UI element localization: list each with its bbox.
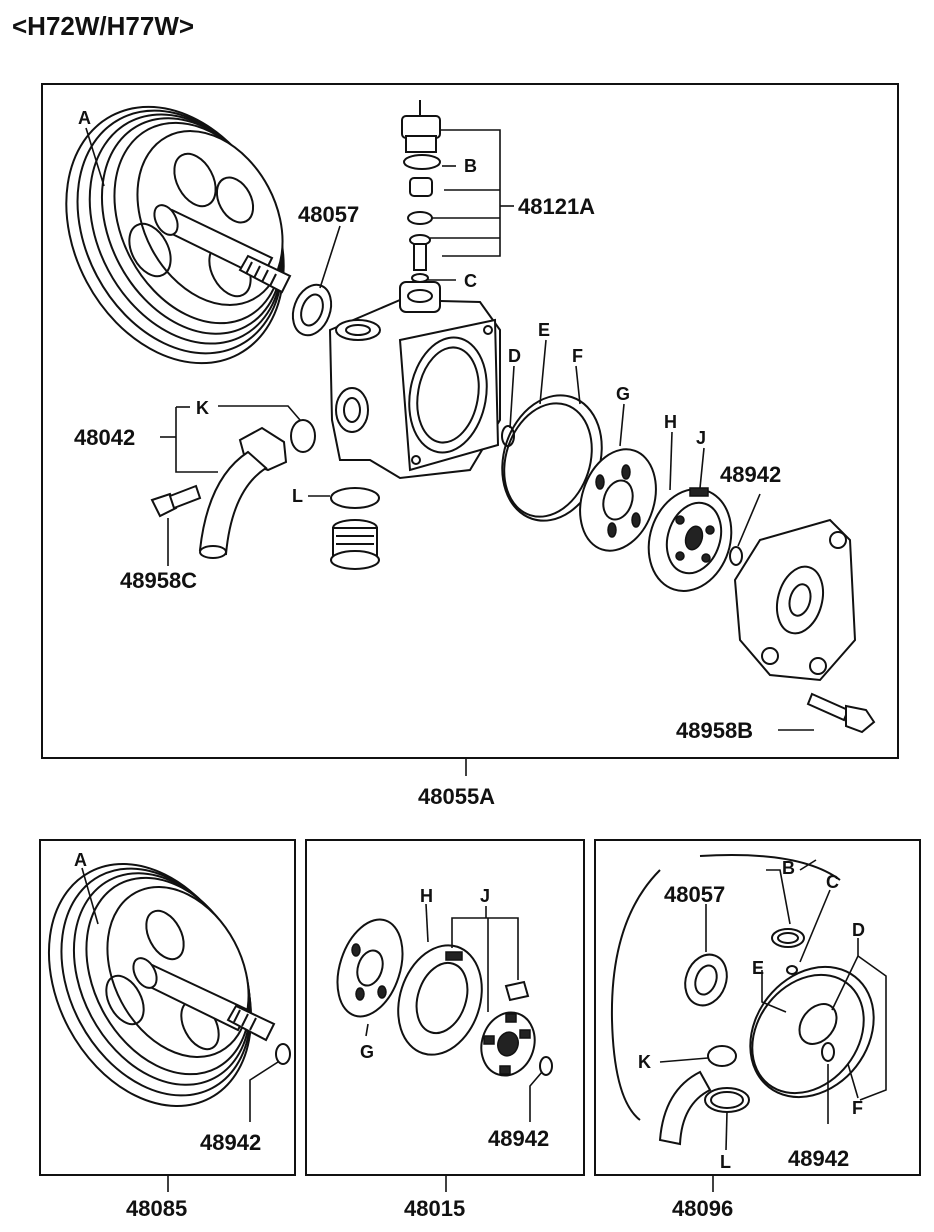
- label-j: J: [696, 428, 706, 448]
- main-assembly-panel: A 48057 B 48121A C K 48042 L 48958C D E …: [41, 83, 899, 809]
- label-h: H: [664, 412, 677, 432]
- o-ring-k-drawing: [290, 419, 316, 453]
- kit-seals-outline: [610, 854, 841, 1121]
- label-d: D: [508, 346, 521, 366]
- main-leader-lines: [85, 127, 814, 776]
- kit-rotor-drawing: [480, 1011, 536, 1077]
- kit-seals-label-d: D: [852, 920, 865, 940]
- label-48042: 48042: [74, 425, 135, 450]
- kit-seals-label-e: E: [752, 958, 764, 978]
- bolt-48958c-drawing: [150, 484, 202, 518]
- kit-o-ring-k-drawing: [707, 1045, 737, 1067]
- kit-pulley-leader-48942: [249, 1061, 279, 1122]
- label-c: C: [464, 271, 477, 291]
- suction-pipe-drawing: [198, 426, 288, 559]
- kit-pulley-label-48942: 48942: [200, 1130, 261, 1155]
- union-fitting-drawing: [330, 519, 380, 570]
- label-48121a: 48121A: [518, 194, 595, 219]
- label-l: L: [292, 486, 303, 506]
- kit-cartridge-leader-lines: [365, 903, 543, 1192]
- diagram-title: <H72W/H77W>: [12, 11, 194, 41]
- pulley-drawing: [65, 105, 292, 365]
- kit-seals-label-b: B: [782, 858, 795, 878]
- flow-control-valve-drawing: [401, 100, 441, 283]
- side-plate-g-drawing: [579, 448, 657, 552]
- kit-cartridge-label-j: J: [480, 886, 490, 906]
- kit-seal-c-drawing: [786, 965, 798, 975]
- cam-ring-rotor-drawing: [647, 487, 733, 592]
- kit-vane-drawing: [504, 980, 530, 1002]
- kit-seals-label-48057: 48057: [664, 882, 725, 907]
- label-48057: 48057: [298, 202, 359, 227]
- kit-cartridge-label-48942: 48942: [488, 1126, 549, 1151]
- bolt-48958b-drawing: [806, 692, 876, 734]
- kit-seal-b-drawing: [771, 928, 805, 948]
- kit-pulley-panel: A 48942 48085: [39, 839, 296, 1221]
- label-a: A: [78, 108, 91, 128]
- kit-pipe-drawing: [658, 1070, 712, 1146]
- kit-seals-frame: [594, 839, 921, 1176]
- kit-gasket-f-drawing: [749, 965, 875, 1099]
- kit-o-ring-48942-drawing: [821, 1042, 835, 1062]
- part-number-48085: 48085: [126, 1196, 187, 1221]
- kit-seals-label-48942: 48942: [788, 1146, 849, 1171]
- kit-cartridge-o-ring-drawing: [539, 1056, 553, 1076]
- kit-cartridge-frame: [305, 839, 585, 1176]
- kit-pulley-o-ring-drawing: [275, 1043, 291, 1065]
- kit-cartridge-panel: H J G 48942 48015: [305, 839, 585, 1221]
- gasket-e-drawing: [503, 402, 593, 518]
- kit-cartridge-label-h: H: [420, 886, 433, 906]
- label-b: B: [464, 156, 477, 176]
- kit-seals-label-k: K: [638, 1052, 651, 1072]
- label-g: G: [616, 384, 630, 404]
- kit-cam-ring-drawing: [397, 944, 483, 1056]
- label-48942: 48942: [720, 462, 781, 487]
- kit-pulley-drawing: [47, 863, 276, 1107]
- part-number-main: 48055A: [418, 784, 495, 809]
- label-f: F: [572, 346, 583, 366]
- kit-seals-leader-lines: [659, 859, 887, 1192]
- part-number-48096: 48096: [672, 1196, 733, 1221]
- main-frame: [41, 83, 899, 759]
- part-number-48015: 48015: [404, 1196, 465, 1221]
- kit-oil-seal-drawing: [684, 953, 728, 1007]
- kit-pulley-leader-a: [81, 867, 99, 925]
- o-ring-48942-drawing: [729, 546, 743, 566]
- kit-seals-label-c: C: [826, 872, 839, 892]
- kit-seals-panel: B C D E F 48057 K L 48942 48096: [594, 839, 921, 1221]
- label-48958c: 48958C: [120, 568, 197, 593]
- kit-seals-label-f: F: [852, 1098, 863, 1118]
- o-ring-l-drawing: [330, 487, 380, 509]
- pump-body-drawing: [328, 281, 501, 480]
- kit-pulley-label-a: A: [74, 850, 87, 870]
- kit-seals-label-l: L: [720, 1152, 731, 1172]
- label-e: E: [538, 320, 550, 340]
- label-k: K: [196, 398, 209, 418]
- kit-cartridge-label-g: G: [360, 1042, 374, 1062]
- label-48958b: 48958B: [676, 718, 753, 743]
- rear-cover-drawing: [733, 518, 857, 682]
- kit-side-plate-drawing: [336, 918, 404, 1018]
